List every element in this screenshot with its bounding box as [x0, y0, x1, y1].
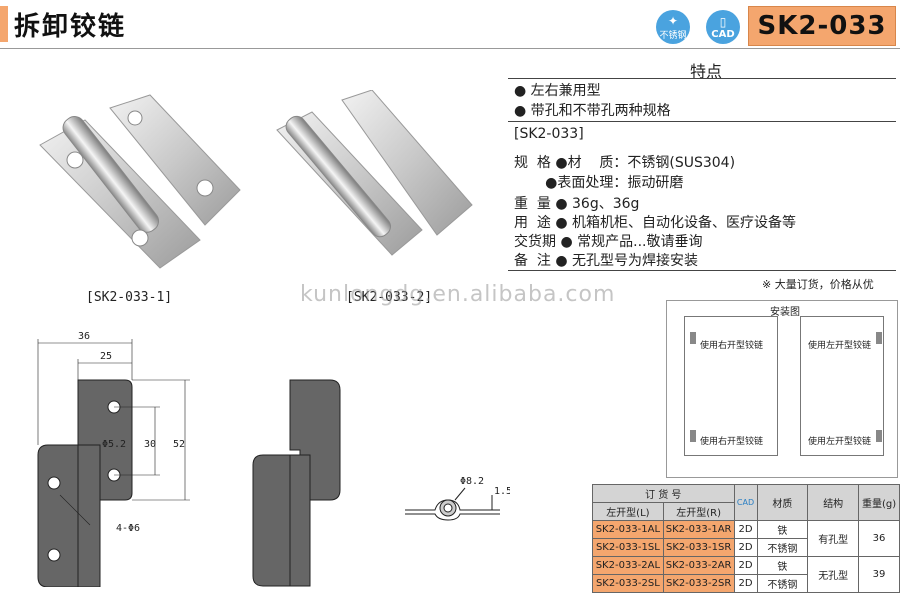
- order-table: 订 货 号 CAD 材质 结构 重量(g) 左开型(L) 左开型(R) SK2-…: [592, 484, 900, 593]
- order-code-left: SK2-033-2SL: [592, 574, 664, 593]
- spec-row: 规 格 ●材 质：不锈钢(SUS304): [514, 155, 736, 171]
- table-row: SK2-033-1SL SK2-033-1SR 2D 不锈钢: [592, 538, 900, 557]
- header: 拆卸铰链 ✦ 不锈钢 ▯ CAD SK2-033: [0, 0, 900, 48]
- title-accent-bar: [0, 6, 8, 42]
- order-number-header: 订 货 号: [592, 484, 735, 503]
- install-diagram-title: 安装图: [770, 307, 800, 318]
- cad-cell: 2D: [733, 574, 758, 593]
- weight-cell: 36: [858, 520, 900, 557]
- cad-badge-label: CAD: [711, 28, 735, 40]
- stainless-badge-label: 不锈钢: [659, 30, 687, 41]
- bulk-order-note: ※ 大量订货，价格从优: [762, 278, 874, 291]
- cad-header: CAD: [733, 484, 758, 521]
- door-left-hinge: [800, 316, 884, 456]
- features-divider: [508, 78, 896, 79]
- table-row: SK2-033-2AL SK2-033-2AR 2D 铁 无孔型 39: [592, 556, 900, 593]
- install-label-left-top: 使用左开型铰链: [808, 341, 872, 351]
- hinge-marker-icon: [690, 332, 696, 344]
- install-label-left-bottom: 使用左开型铰链: [808, 437, 872, 447]
- material-cell: 铁: [756, 556, 809, 575]
- door-right-hinge: [684, 316, 778, 456]
- structure-cell: 无孔型: [807, 556, 860, 593]
- structure-cell: 有孔型: [807, 520, 860, 557]
- side-view-drawing: Φ8.2 1.5: [405, 476, 510, 521]
- order-code-left: SK2-033-1AL: [592, 520, 664, 539]
- features-title: 特点: [690, 62, 723, 81]
- material-cell: 不锈钢: [756, 538, 809, 557]
- front-view-no-holes-drawing: [252, 379, 341, 587]
- dim-width-36: 36: [78, 331, 90, 342]
- order-code-left: SK2-033-1SL: [592, 538, 664, 557]
- dim-hole-diameter: Φ5.2: [102, 439, 126, 450]
- right-type-header: 左开型(R): [662, 502, 735, 521]
- order-code-right: SK2-033-1AR: [662, 520, 735, 539]
- dim-height-52: 52: [173, 439, 185, 450]
- feature-item: ● 带孔和不带孔两种规格: [514, 103, 671, 119]
- specs-model-tag: [SK2-033]: [514, 126, 584, 142]
- install-label-right-bottom: 使用右开型铰链: [700, 437, 764, 447]
- dim-width-25: 25: [100, 351, 112, 362]
- star-icon: ✦: [667, 13, 679, 28]
- order-code-right: SK2-033-1SR: [662, 538, 735, 557]
- structure-header: 结构: [807, 484, 860, 521]
- cad-cell: 2D: [733, 520, 758, 539]
- hinge-marker-icon: [876, 332, 882, 344]
- dim-holes-count: 4-Φ6: [116, 523, 140, 534]
- hinge-marker-icon: [876, 430, 882, 442]
- order-code-right: SK2-033-2AR: [662, 556, 735, 575]
- material-header: 材质: [756, 484, 809, 521]
- caption-hinge-without-holes: [SK2-033-2]: [346, 290, 433, 305]
- hinge-photo-with-holes: [39, 94, 241, 269]
- material-cell: 不锈钢: [756, 574, 809, 593]
- spec-row: 交货期 ● 常规产品...敬请垂询: [514, 234, 703, 250]
- hinge-marker-icon: [690, 430, 696, 442]
- order-code-right: SK2-033-2SR: [662, 574, 735, 593]
- header-divider: [0, 48, 900, 49]
- specs-divider: [508, 121, 896, 122]
- spec-row: 重 量 ● 36g、36g: [514, 196, 640, 212]
- feature-item: ● 左右兼用型: [514, 83, 601, 99]
- caption-hinge-with-holes: [SK2-033-1]: [86, 290, 173, 305]
- left-type-header: 左开型(L): [592, 502, 664, 521]
- hinge-photo-without-holes: [276, 90, 473, 256]
- cad-cell: 2D: [733, 538, 758, 557]
- spec-row: 备 注 ● 无孔型号为焊接安装: [514, 253, 699, 269]
- order-code-left: SK2-033-2AL: [592, 556, 664, 575]
- dim-pin-diameter: Φ8.2: [460, 476, 484, 487]
- cad-badge: ▯ CAD: [706, 10, 740, 44]
- specs-bottom-divider: [508, 270, 896, 271]
- table-row: SK2-033-1AL SK2-033-1AR 2D 铁 有孔型 36: [592, 520, 900, 557]
- dim-hole-spacing-30: 30: [144, 439, 156, 450]
- cad-cell: 2D: [733, 556, 758, 575]
- page-title: 拆卸铰链: [14, 12, 127, 42]
- install-label-right-top: 使用右开型铰链: [700, 341, 764, 351]
- weight-header: 重量(g): [858, 484, 900, 521]
- stainless-badge: ✦ 不锈钢: [656, 10, 690, 44]
- dim-thickness: 1.5: [494, 486, 510, 497]
- material-cell: 铁: [756, 520, 809, 539]
- model-number-box: SK2-033: [748, 6, 896, 46]
- document-icon: ▯: [719, 14, 727, 29]
- spec-row: 用 途 ● 机箱机柜、自动化设备、医疗设备等: [514, 215, 797, 231]
- spec-row: ●表面处理：振动研磨: [514, 175, 684, 191]
- watermark: kunlongdg.en.alibaba.com: [300, 282, 616, 307]
- front-view-drawing: 36 25 30 52 Φ5.2 4-Φ6: [37, 331, 190, 587]
- install-diagram: [666, 300, 898, 478]
- weight-cell: 39: [858, 556, 900, 593]
